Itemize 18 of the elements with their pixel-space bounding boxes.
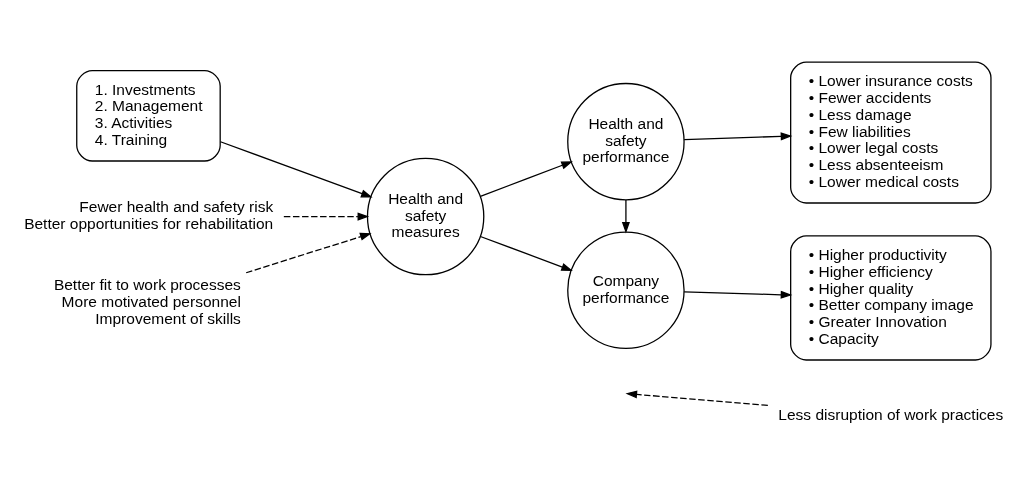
node-circle: Health and safety measures xyxy=(366,157,485,275)
arrow xyxy=(479,160,573,197)
arrow xyxy=(683,290,793,299)
node-text: Better fit to work processes More motivated personnel Improvement of skills xyxy=(53,275,241,327)
arrow xyxy=(219,140,373,198)
arrow xyxy=(683,131,793,140)
node-box: • Lower insurance costs • Fewer accidents • Less damage • Few liabilities • Lower legal costs • Less absenteeism • Lower medical costs xyxy=(790,61,992,204)
arrow xyxy=(621,198,630,234)
node-box: • Higher productivity • Higher efficiency • Higher quality • Better company image • Greater Innovation • Capacity xyxy=(790,234,992,361)
arrow xyxy=(625,389,769,406)
arrow xyxy=(283,212,370,221)
node-circle: Company performance xyxy=(567,230,685,349)
arrow xyxy=(479,235,573,271)
node-circle: Health and safety performance xyxy=(567,82,685,200)
node-box: 1. Investments 2. Management 3. Activities 4. Training xyxy=(76,69,221,162)
node-text: Less disruption of work practices xyxy=(778,405,1004,423)
node-text: Fewer health and safety risk Better opportunities for rehabilitation xyxy=(24,197,274,232)
arrow xyxy=(245,232,372,273)
